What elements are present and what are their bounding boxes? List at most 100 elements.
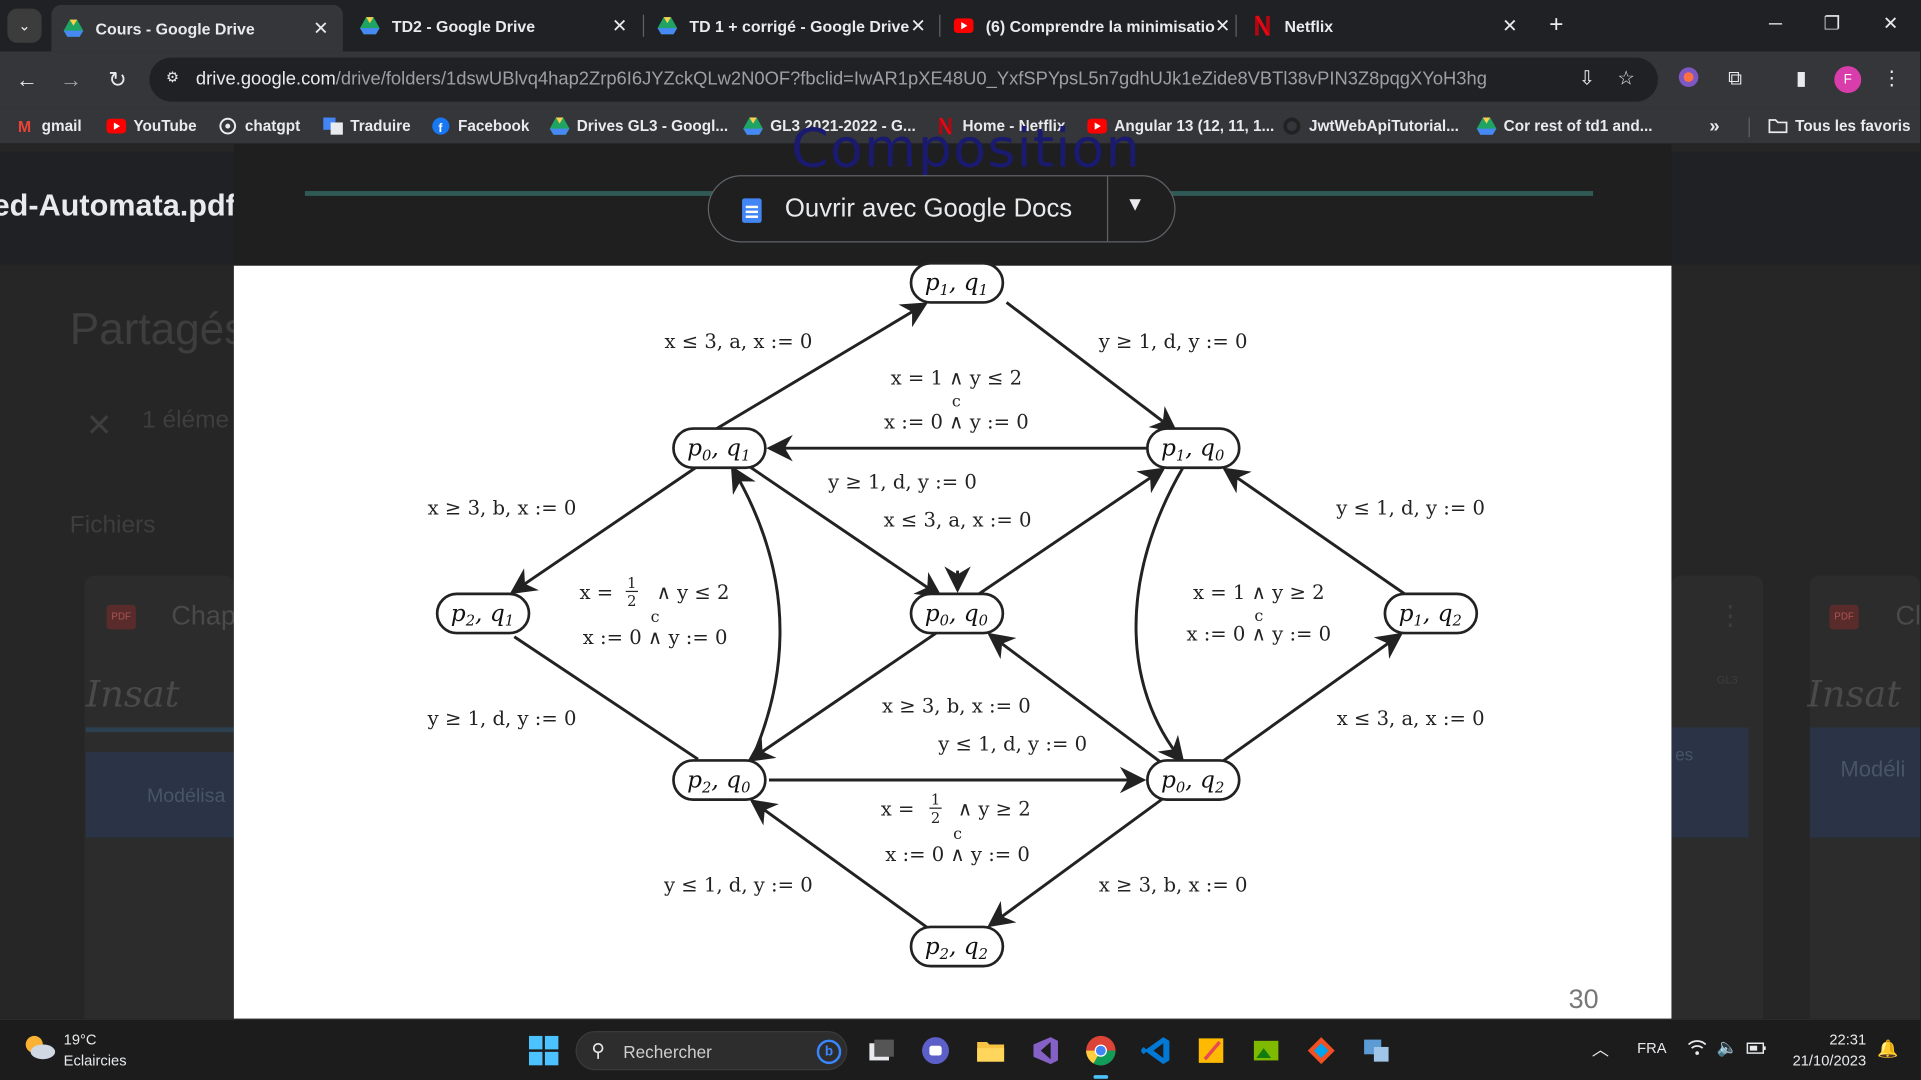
reload-button[interactable]: ↻ xyxy=(100,62,134,96)
taskbar-search[interactable]: ⚲ Rechercher b xyxy=(575,1031,848,1071)
teams-chat-icon[interactable] xyxy=(918,1033,952,1067)
close-window-button[interactable]: ✕ xyxy=(1866,7,1915,41)
profile-avatar[interactable]: F xyxy=(1834,66,1862,94)
address-bar[interactable]: ⚙ drive.google.com/drive/folders/1dswUBl… xyxy=(149,57,1658,102)
url-text[interactable]: drive.google.com/drive/folders/1dswUBlvq… xyxy=(196,69,1487,90)
more-options-icon[interactable]: ⋮ xyxy=(1716,600,1744,631)
chrome-icon[interactable] xyxy=(1084,1033,1118,1067)
edge-label: x ≥ 3, b, x := 0 xyxy=(428,496,577,519)
minimize-button[interactable]: ─ xyxy=(1751,7,1800,41)
bookmark-label: Tous les favoris xyxy=(1795,117,1911,135)
edge-label-half-le: x = 1 2 ∧ y ≤ 2 xyxy=(579,575,729,610)
bookmark-drives-gl3[interactable]: Drives GL3 - Googl... xyxy=(549,115,728,137)
bookmark-chatgpt[interactable]: chatgpt xyxy=(218,115,300,137)
wifi-icon[interactable] xyxy=(1687,1040,1707,1060)
weather-temperature[interactable]: 19°C xyxy=(63,1031,97,1049)
card-banner xyxy=(1809,727,1921,838)
youtube-icon xyxy=(953,16,974,36)
windows-start-icon[interactable] xyxy=(528,1035,559,1066)
close-icon[interactable]: ✕ xyxy=(1214,15,1231,37)
menu-kebab-icon[interactable]: ⋮ xyxy=(1882,68,1902,90)
tab-td1-corrige[interactable]: TD 1 + corrigé - Google Drive ✕ xyxy=(645,7,936,44)
button-divider xyxy=(1106,176,1109,242)
tab-separator xyxy=(642,14,645,37)
weather-description[interactable]: Eclaircies xyxy=(63,1051,127,1069)
netflix-icon xyxy=(1253,15,1273,36)
tab-label: TD2 - Google Drive xyxy=(391,16,536,35)
svg-text:p1, q2: p1, q2 xyxy=(1399,600,1462,630)
bookmark-traduire[interactable]: Traduire xyxy=(323,115,411,137)
vscode-icon[interactable] xyxy=(1139,1033,1173,1067)
back-button[interactable]: ← xyxy=(10,62,44,96)
tab-td2-google-drive[interactable]: TD2 - Google Drive ✕ xyxy=(348,7,642,44)
network-app-icon[interactable] xyxy=(1359,1033,1393,1067)
bookmark-cor-rest[interactable]: Cor rest of td1 and... xyxy=(1476,115,1653,137)
tab-cours-google-drive[interactable]: Cours - Google Drive ✕ xyxy=(51,4,343,52)
state-p1q0: p1, q0 xyxy=(1146,427,1241,470)
file-explorer-icon[interactable] xyxy=(973,1033,1007,1067)
bookmark-jwt[interactable]: JwtWebApiTutorial... xyxy=(1282,115,1459,137)
chatgpt-icon xyxy=(218,117,238,135)
close-icon[interactable]: ✕ xyxy=(910,15,926,37)
site-info-icon[interactable]: ⚙ xyxy=(166,68,180,86)
insat-logo: Insat xyxy=(1807,673,1902,717)
side-panel-icon[interactable]: ▮ xyxy=(1795,68,1807,90)
close-icon[interactable]: ✕ xyxy=(1502,15,1518,37)
edge-p2q2-p2q0 xyxy=(749,799,930,930)
bookmark-home-netflix[interactable]: Home - Netflix xyxy=(936,115,1065,137)
volume-icon[interactable]: 🔈 xyxy=(1716,1037,1739,1057)
edge-p0q0-p2q0 xyxy=(747,630,939,762)
state-p1q1: p1, q1 xyxy=(909,261,1005,304)
tab-search-button[interactable]: ⌄ xyxy=(7,8,42,43)
open-with-google-docs-button[interactable]: Ouvrir avec Google Docs ▼ xyxy=(707,175,1176,243)
google-drive-icon xyxy=(1476,117,1497,135)
bookmark-gl3-2021[interactable]: GL3 2021-2022 - G... xyxy=(743,115,916,137)
all-bookmarks-folder[interactable]: Tous les favoris xyxy=(1768,115,1911,137)
battery-icon[interactable] xyxy=(1746,1040,1768,1060)
task-view-icon[interactable] xyxy=(864,1033,898,1067)
extensions-puzzle-icon[interactable]: ⧉ xyxy=(1728,68,1743,90)
edge-label: c xyxy=(651,607,660,626)
bing-icon[interactable]: b xyxy=(816,1039,842,1065)
bookmark-label: Facebook xyxy=(457,117,530,135)
tab-netflix[interactable]: Netflix ✕ xyxy=(1240,7,1531,44)
edge-label: x = 1 ∧ y ≤ 2 xyxy=(891,366,1023,389)
git-app-icon[interactable] xyxy=(1304,1033,1338,1067)
forward-button[interactable]: → xyxy=(54,62,88,96)
tab-youtube-minimisation[interactable]: (6) Comprendre la minimisatio ✕ xyxy=(942,7,1233,44)
show-hidden-icons-chevron-up-icon[interactable]: ︿ xyxy=(1591,1039,1609,1060)
notifications-bell-icon[interactable]: 🔔 xyxy=(1877,1038,1899,1058)
install-app-icon[interactable]: ⇩ xyxy=(1578,68,1596,90)
clock-date: 21/10/2023 xyxy=(1792,1051,1867,1069)
caret-down-icon[interactable]: ▼ xyxy=(1125,194,1145,216)
close-icon[interactable]: ✕ xyxy=(313,18,329,40)
restore-icon: ❐ xyxy=(1823,13,1841,35)
weather-sun-cloud-icon[interactable] xyxy=(22,1032,56,1061)
new-tab-button[interactable]: + xyxy=(1542,10,1571,39)
photo-editor-icon[interactable] xyxy=(1249,1033,1283,1067)
file-name: ed-Automata.pdf xyxy=(0,188,236,223)
bookmark-star-icon[interactable]: ☆ xyxy=(1617,68,1635,90)
selection-count: 1 éléme xyxy=(142,406,230,434)
svg-text:p1, q1: p1, q1 xyxy=(925,269,988,299)
state-p2q0: p2, q0 xyxy=(672,759,767,801)
bookmark-angular[interactable]: Angular 13 (12, 11, 1... xyxy=(1087,115,1274,137)
edge-label: c xyxy=(952,392,961,411)
close-icon[interactable]: ✕ xyxy=(611,15,628,37)
bookmark-youtube[interactable]: YouTube xyxy=(106,115,197,137)
bookmarks-overflow-button[interactable]: » xyxy=(1709,115,1720,137)
svg-text:p2, q0: p2, q0 xyxy=(687,766,750,796)
restore-button[interactable]: ❐ xyxy=(1807,7,1856,41)
input-language[interactable]: FRA xyxy=(1637,1039,1667,1057)
system-clock[interactable]: 22:31 21/10/2023 xyxy=(1788,1031,1867,1069)
reload-icon: ↻ xyxy=(108,67,127,92)
google-drive-icon xyxy=(63,18,84,38)
paint-app-icon[interactable] xyxy=(1194,1033,1228,1067)
clear-selection-icon[interactable]: ✕ xyxy=(85,406,113,444)
visual-studio-icon[interactable] xyxy=(1029,1033,1063,1067)
svg-text:p1, q0: p1, q0 xyxy=(1161,435,1224,465)
tab-separator xyxy=(1235,14,1237,37)
extension-icon[interactable] xyxy=(1675,66,1702,93)
